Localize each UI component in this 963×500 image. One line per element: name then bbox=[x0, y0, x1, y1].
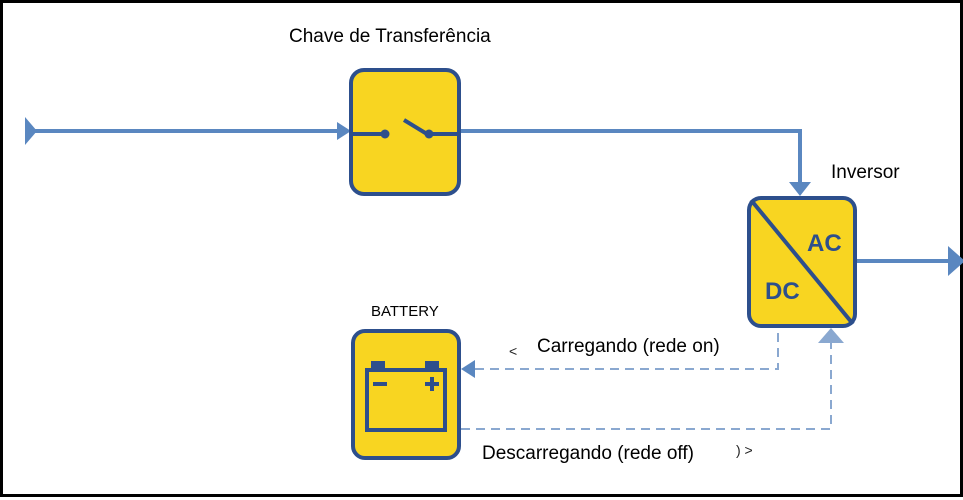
ac-dc-converter-icon bbox=[749, 198, 855, 326]
battery-block bbox=[351, 329, 461, 460]
transfer-switch-block bbox=[349, 68, 461, 196]
charging-label: Carregando (rede on) bbox=[537, 336, 720, 357]
charging-path bbox=[461, 333, 779, 378]
discharging-path bbox=[461, 328, 844, 430]
transfer-switch-label: Chave de Transferência bbox=[289, 26, 491, 47]
output-line bbox=[855, 246, 963, 276]
discharging-label: Descarregando (rede off) bbox=[482, 443, 694, 464]
battery-charge-arrowhead bbox=[461, 360, 475, 378]
switch-to-inverter-line bbox=[458, 129, 811, 196]
inverter-dc-input-arrowhead bbox=[818, 328, 844, 343]
switch-icon bbox=[353, 118, 458, 139]
charging-direction-glyph: < bbox=[509, 343, 518, 359]
diagram-svg: AC DC bbox=[25, 68, 963, 460]
discharging-direction-glyph: ) > bbox=[736, 442, 753, 458]
battery-label: BATTERY bbox=[371, 303, 439, 320]
discharging-wire bbox=[461, 343, 832, 430]
charging-wire bbox=[473, 333, 779, 370]
battery-icon bbox=[365, 361, 447, 432]
inverter-dc-text: DC bbox=[765, 278, 800, 305]
switch-output-wire bbox=[458, 129, 802, 183]
output-arrowhead bbox=[948, 246, 963, 276]
inverter-input-arrowhead bbox=[789, 182, 811, 196]
input-arrowhead bbox=[337, 122, 351, 140]
inverter-block: AC DC bbox=[747, 196, 857, 328]
input-line bbox=[25, 117, 351, 145]
inverter-label: Inversor bbox=[831, 162, 900, 183]
transfer-switch-box bbox=[349, 68, 461, 196]
inverter-ac-text: AC bbox=[807, 230, 842, 257]
